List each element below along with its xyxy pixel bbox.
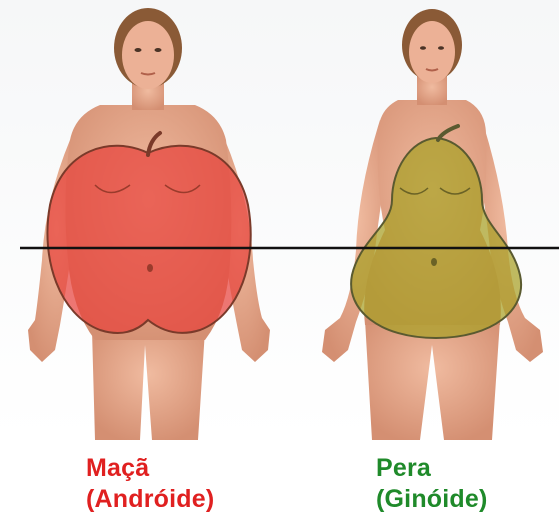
pear-navel bbox=[431, 258, 437, 266]
apple-left-eye bbox=[135, 48, 142, 52]
apple-caption-name: Maçã bbox=[86, 453, 214, 484]
apple-overlay bbox=[47, 146, 250, 333]
pear-left-eye bbox=[420, 46, 426, 50]
pear-caption-type: (Ginóide) bbox=[376, 484, 488, 515]
pear-face bbox=[409, 21, 455, 83]
pear-right-eye bbox=[438, 46, 444, 50]
apple-caption: Maçã (Andróide) bbox=[86, 453, 214, 515]
body-shape-illustration bbox=[0, 0, 559, 440]
pear-caption-name: Pera bbox=[376, 453, 488, 484]
apple-navel bbox=[147, 264, 153, 272]
apple-caption-type: (Andróide) bbox=[86, 484, 214, 515]
pear-caption: Pera (Ginóide) bbox=[376, 453, 488, 515]
apple-right-eye bbox=[155, 48, 162, 52]
apple-face bbox=[122, 21, 174, 89]
